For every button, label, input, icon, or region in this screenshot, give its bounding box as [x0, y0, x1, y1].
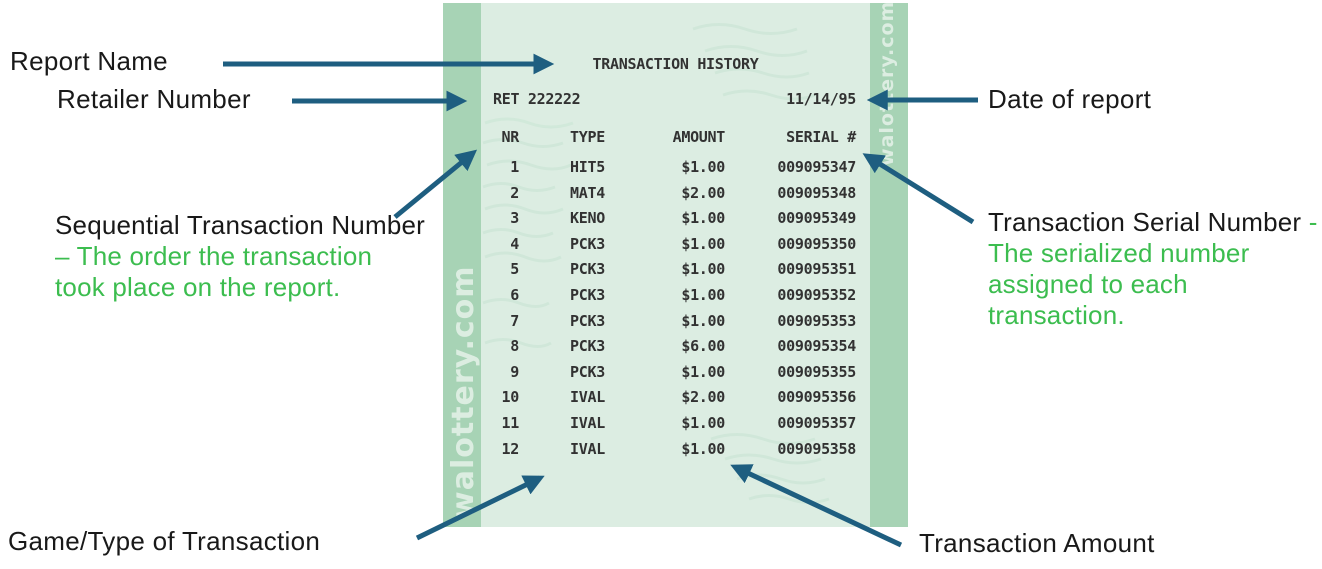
watermark-text-left: walottery.com — [446, 265, 481, 519]
table-row: 6 PCK3 $1.00 009095352 — [481, 283, 870, 309]
receipt: walottery.com walottery.com TRANSACTION … — [443, 0, 908, 527]
watermark-text-right: walottery.com — [876, 0, 898, 166]
cell-type: PCK3 — [570, 260, 605, 279]
cell-nr: 9 — [510, 362, 519, 381]
cell-amount: $1.00 — [681, 311, 725, 330]
label-retailer-number: Retailer Number — [57, 84, 251, 114]
cell-serial: 009095347 — [777, 158, 856, 176]
label-report-name: Report Name — [10, 46, 168, 76]
cell-serial: 009095354 — [777, 337, 856, 356]
note-separator: - — [1308, 207, 1318, 237]
table-header: NR TYPE AMOUNT SERIAL # — [481, 129, 870, 145]
retailer-date-line: RET 222222 11/14/95 — [481, 91, 870, 107]
cell-type: IVAL — [570, 388, 605, 407]
cell-serial: 009095351 — [777, 260, 856, 279]
label-transaction-amount: Transaction Amount — [919, 528, 1155, 558]
table-row: 10 IVAL $2.00 009095356 — [481, 385, 870, 411]
cell-serial: 009095357 — [777, 413, 856, 432]
receipt-content: TRANSACTION HISTORY RET 222222 11/14/95 … — [481, 3, 870, 527]
cell-amount: $2.00 — [681, 183, 725, 202]
cell-serial: 009095356 — [777, 388, 856, 407]
cell-type: PCK3 — [570, 311, 605, 330]
transaction-rows: 1 HIT5 $1.00 009095347 2 MAT4 $2.00 009095348 3 K… — [481, 155, 870, 462]
cell-nr: 3 — [510, 209, 519, 228]
cell-amount: $1.00 — [681, 285, 725, 304]
note-separator: – — [55, 241, 70, 271]
note-description: The order the transaction took place on … — [55, 241, 373, 302]
table-row: 7 PCK3 $1.00 009095353 — [481, 309, 870, 335]
column-header-nr: NR — [501, 128, 520, 146]
cell-nr: 1 — [510, 158, 519, 176]
retailer-number-value: RET 222222 — [493, 90, 581, 108]
cell-type: KENO — [570, 209, 605, 228]
cell-nr: 10 — [501, 388, 520, 407]
table-row: 9 PCK3 $1.00 009095355 — [481, 360, 870, 386]
report-title: TRANSACTION HISTORY — [592, 55, 759, 73]
receipt-left-band — [443, 3, 481, 527]
cell-amount: $1.00 — [681, 234, 725, 253]
column-header-serial: SERIAL # — [786, 128, 856, 146]
label-game-type-of-transaction: Game/Type of Transaction — [8, 526, 321, 556]
cell-amount: $1.00 — [681, 158, 725, 176]
note-transaction-serial-number: Transaction Serial Number - The serializ… — [988, 207, 1318, 331]
table-row: 2 MAT4 $2.00 009095348 — [481, 181, 870, 207]
cell-amount: $1.00 — [681, 413, 725, 432]
cell-amount: $6.00 — [681, 337, 725, 356]
table-row: 5 PCK3 $1.00 009095351 — [481, 257, 870, 283]
cell-type: HIT5 — [570, 158, 605, 176]
cell-serial: 009095358 — [777, 439, 856, 458]
cell-serial: 009095353 — [777, 311, 856, 330]
cell-nr: 11 — [501, 413, 520, 432]
cell-serial: 009095352 — [777, 285, 856, 304]
cell-amount: $1.00 — [681, 209, 725, 228]
table-row: 1 HIT5 $1.00 009095347 — [481, 155, 870, 181]
column-header-amount: AMOUNT — [672, 128, 726, 146]
table-row: 12 IVAL $1.00 009095358 — [481, 437, 870, 463]
cell-serial: 009095348 — [777, 183, 856, 202]
cell-nr: 7 — [510, 311, 519, 330]
cell-serial: 009095355 — [777, 362, 856, 381]
report-date-value: 11/14/95 — [786, 90, 856, 108]
cell-nr: 2 — [510, 183, 519, 202]
note-title: Transaction Serial Number — [988, 207, 1302, 237]
cell-type: PCK3 — [570, 285, 605, 304]
cell-type: IVAL — [570, 439, 605, 458]
cell-nr: 6 — [510, 285, 519, 304]
cell-amount: $2.00 — [681, 388, 725, 407]
cell-type: IVAL — [570, 413, 605, 432]
cell-amount: $1.00 — [681, 439, 725, 458]
table-row: 4 PCK3 $1.00 009095350 — [481, 232, 870, 258]
cell-amount: $1.00 — [681, 362, 725, 381]
column-header-type: TYPE — [570, 128, 605, 146]
cell-type: PCK3 — [570, 362, 605, 381]
note-title: Sequential Transaction Number — [55, 210, 426, 240]
label-date-of-report: Date of report — [988, 84, 1152, 114]
cell-nr: 4 — [510, 234, 519, 253]
table-row: 8 PCK3 $6.00 009095354 — [481, 334, 870, 360]
cell-serial: 009095349 — [777, 209, 856, 228]
note-sequential-transaction-number: Sequential Transaction Number – The orde… — [55, 210, 427, 303]
cell-serial: 009095350 — [777, 234, 856, 253]
table-row: 3 KENO $1.00 009095349 — [481, 206, 870, 232]
cell-type: PCK3 — [570, 337, 605, 356]
table-row: 11 IVAL $1.00 009095357 — [481, 411, 870, 437]
cell-amount: $1.00 — [681, 260, 725, 279]
note-description: The serialized number assigned to each t… — [988, 238, 1250, 330]
cell-type: PCK3 — [570, 234, 605, 253]
cell-type: MAT4 — [570, 183, 605, 202]
cell-nr: 5 — [510, 260, 519, 279]
cell-nr: 8 — [510, 337, 519, 356]
cell-nr: 12 — [501, 439, 520, 458]
